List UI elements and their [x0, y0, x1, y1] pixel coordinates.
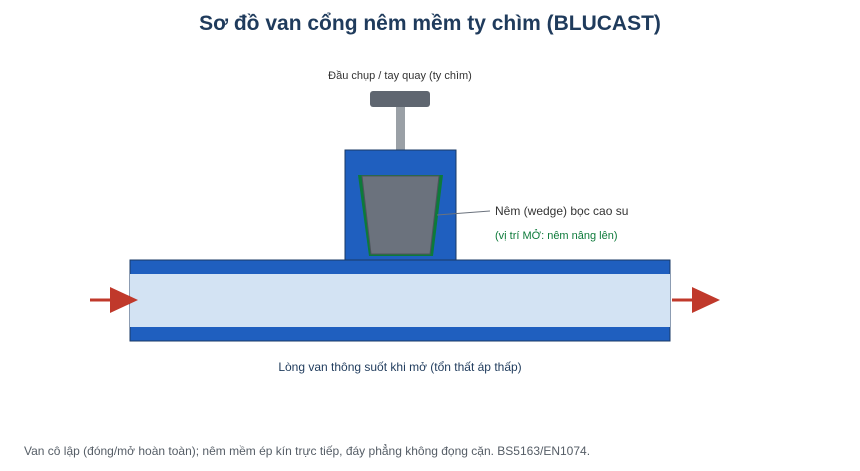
flow-arrow-out	[672, 287, 720, 313]
bore-label: Lòng van thông suốt khi mở (tổn thất áp …	[278, 360, 521, 374]
wedge-leader-line	[436, 210, 491, 216]
diagram-title: Sơ đồ van cổng nêm mềm ty chìm (BLUCAST)	[199, 12, 661, 35]
handwheel-label: Đầu chụp / tay quay (ty chìm)	[328, 70, 472, 82]
footnote: Van cô lập (đóng/mở hoàn toàn); nêm mềm …	[24, 444, 591, 458]
wedge	[361, 175, 440, 255]
wedge-label: Nêm (wedge) bọc cao su	[495, 204, 628, 218]
valve-stem	[396, 107, 405, 177]
pipe-bore	[130, 274, 670, 327]
flow-arrow-in	[90, 287, 138, 313]
wedge-state-label: (vị trí MỞ: nêm nâng lên)	[495, 229, 618, 242]
handwheel-cap	[370, 91, 430, 107]
